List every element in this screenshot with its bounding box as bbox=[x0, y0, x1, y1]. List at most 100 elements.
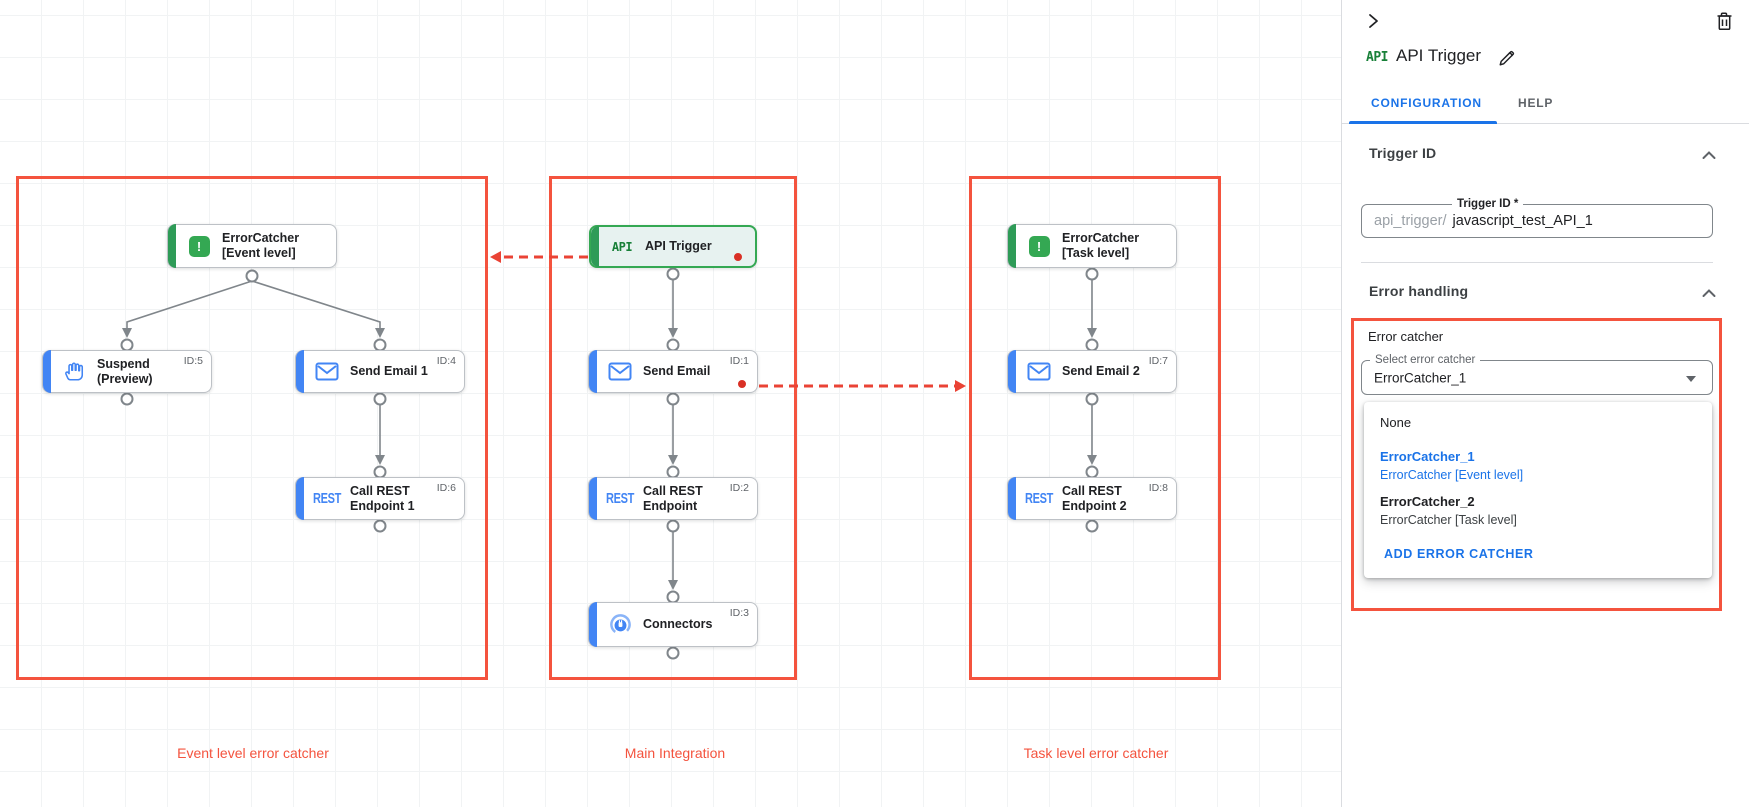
active-tab-underline bbox=[1349, 121, 1497, 124]
error-catcher-icon: ! bbox=[1026, 235, 1052, 257]
add-error-catcher-button[interactable]: ADD ERROR CATCHER bbox=[1384, 547, 1534, 561]
delete-trigger-icon[interactable] bbox=[1716, 12, 1733, 36]
node-api-trigger[interactable]: API API Trigger bbox=[589, 225, 757, 268]
error-catcher-menu: None ErrorCatcher_1 ErrorCatcher [Event … bbox=[1364, 402, 1712, 578]
node-send-email[interactable]: Send Email ID:1 bbox=[588, 350, 758, 393]
panel-title: API Trigger bbox=[1396, 46, 1482, 65]
trigger-id-field-label: Trigger ID * bbox=[1452, 198, 1524, 210]
node-accent-bar bbox=[296, 350, 304, 393]
integration-canvas[interactable]: Event level error catcher Main Integrati… bbox=[0, 0, 1341, 807]
node-label: ErrorCatcher bbox=[222, 231, 300, 245]
trigger-id-prefix: api_trigger/ bbox=[1374, 213, 1447, 229]
node-call-rest-endpoint-2[interactable]: REST Call REST Endpoint 2 ID:8 bbox=[1007, 477, 1177, 520]
collapse-error-handling-icon[interactable] bbox=[1702, 285, 1716, 303]
node-accent-bar bbox=[296, 477, 304, 520]
node-label-2: (Preview) bbox=[97, 371, 153, 386]
trigger-id-value: javascript_test_API_1 bbox=[1452, 213, 1593, 229]
node-id-badge: ID:7 bbox=[1148, 355, 1168, 367]
node-label: API Trigger bbox=[645, 239, 712, 253]
node-suspend-preview[interactable]: Suspend (Preview) ID:5 bbox=[42, 350, 212, 393]
main-integration-group-box bbox=[549, 176, 797, 680]
node-accent-bar bbox=[589, 477, 597, 520]
node-connectors[interactable]: Connectors ID:3 bbox=[588, 602, 758, 647]
node-accent-bar bbox=[1008, 477, 1016, 520]
node-label: Suspend bbox=[97, 356, 150, 371]
section-divider bbox=[1361, 262, 1713, 263]
node-accent-bar bbox=[591, 226, 599, 267]
node-label: Send Email bbox=[643, 364, 711, 378]
node-label-2: Endpoint bbox=[643, 498, 698, 513]
error-link-dot bbox=[738, 380, 746, 388]
node-id-badge: ID:1 bbox=[729, 355, 749, 367]
email-icon bbox=[314, 362, 340, 381]
node-label: ErrorCatcher bbox=[1062, 231, 1140, 245]
error-catcher-icon: ! bbox=[186, 235, 212, 257]
api-trigger-icon: API bbox=[611, 239, 633, 254]
node-accent-bar bbox=[1008, 224, 1016, 268]
connectors-icon bbox=[607, 613, 633, 636]
task-level-group-box bbox=[969, 176, 1221, 680]
node-errorcatcher-task-level[interactable]: ! ErrorCatcher [Task level] bbox=[1007, 224, 1177, 268]
error-catcher-label: Error catcher bbox=[1368, 329, 1444, 344]
config-side-panel: API API Trigger CONFIGURATION HELP Trigg… bbox=[1341, 0, 1749, 807]
node-call-rest-endpoint[interactable]: REST Call REST Endpoint ID:2 bbox=[588, 477, 758, 520]
node-label: Send Email 2 bbox=[1062, 364, 1140, 378]
node-label: Call REST bbox=[1062, 483, 1122, 498]
node-id-badge: ID:4 bbox=[436, 355, 456, 367]
main-integration-group-label: Main Integration bbox=[624, 745, 726, 761]
node-accent-bar bbox=[589, 602, 597, 647]
rest-icon: REST bbox=[1024, 490, 1054, 507]
menu-option-none[interactable]: None bbox=[1380, 415, 1412, 430]
dropdown-arrow-icon bbox=[1686, 375, 1696, 382]
node-accent-bar bbox=[43, 350, 51, 393]
email-icon bbox=[607, 362, 633, 381]
node-id-badge: ID:2 bbox=[729, 482, 749, 494]
error-handling-section-header: Error handling bbox=[1369, 283, 1469, 299]
trigger-id-section-header: Trigger ID bbox=[1369, 145, 1437, 161]
node-send-email-1[interactable]: Send Email 1 ID:4 bbox=[295, 350, 465, 393]
menu-option-errorcatcher-1[interactable]: ErrorCatcher_1 bbox=[1380, 449, 1475, 464]
menu-option-errorcatcher-2[interactable]: ErrorCatcher_2 bbox=[1380, 494, 1475, 509]
node-id-badge: ID:6 bbox=[436, 482, 456, 494]
menu-option-errorcatcher-1-desc[interactable]: ErrorCatcher [Event level] bbox=[1380, 468, 1524, 482]
panel-tab-bar: CONFIGURATION HELP bbox=[1342, 88, 1749, 124]
error-catcher-highlight-box bbox=[1351, 318, 1722, 611]
select-error-catcher-value: ErrorCatcher_1 bbox=[1374, 370, 1467, 385]
node-label: Call REST bbox=[350, 483, 410, 498]
node-call-rest-endpoint-1[interactable]: REST Call REST Endpoint 1 ID:6 bbox=[295, 477, 465, 520]
email-icon bbox=[1026, 362, 1052, 381]
node-label: Call REST bbox=[643, 483, 703, 498]
node-id-badge: ID:5 bbox=[183, 355, 203, 367]
node-accent-bar bbox=[168, 224, 176, 268]
edit-title-icon[interactable] bbox=[1498, 49, 1516, 72]
node-label-2: Endpoint 1 bbox=[350, 498, 415, 513]
trigger-id-field[interactable]: Trigger ID * api_trigger/javascript_test… bbox=[1361, 198, 1713, 238]
rest-icon: REST bbox=[312, 490, 342, 507]
node-label-2: [Event level] bbox=[222, 246, 296, 260]
collapse-panel-icon[interactable] bbox=[1364, 12, 1382, 35]
api-trigger-badge-icon: API bbox=[1366, 50, 1388, 65]
node-label-2: [Task level] bbox=[1062, 246, 1130, 260]
node-errorcatcher-event-level[interactable]: ! ErrorCatcher [Event level] bbox=[167, 224, 337, 268]
select-error-catcher-dropdown[interactable]: Select error catcher ErrorCatcher_1 bbox=[1361, 354, 1713, 395]
node-label: Send Email 1 bbox=[350, 364, 428, 378]
node-label-2: Endpoint 2 bbox=[1062, 498, 1127, 513]
node-id-badge: ID:8 bbox=[1148, 482, 1168, 494]
tab-help[interactable]: HELP bbox=[1518, 96, 1554, 110]
node-accent-bar bbox=[589, 350, 597, 393]
menu-option-errorcatcher-2-desc[interactable]: ErrorCatcher [Task level] bbox=[1380, 513, 1517, 527]
task-level-group-label: Task level error catcher bbox=[1023, 745, 1169, 761]
node-label: Connectors bbox=[643, 617, 713, 631]
tab-configuration[interactable]: CONFIGURATION bbox=[1371, 96, 1482, 110]
error-link-dot bbox=[734, 253, 742, 261]
suspend-hand-icon bbox=[61, 360, 87, 383]
event-level-group-box bbox=[16, 176, 488, 680]
collapse-trigger-id-icon[interactable] bbox=[1702, 147, 1716, 165]
trigger-id-field-value: api_trigger/javascript_test_API_1 bbox=[1374, 213, 1593, 229]
node-send-email-2[interactable]: Send Email 2 ID:7 bbox=[1007, 350, 1177, 393]
rest-icon: REST bbox=[605, 490, 635, 507]
node-accent-bar bbox=[1008, 350, 1016, 393]
event-level-group-label: Event level error catcher bbox=[177, 745, 329, 761]
select-error-catcher-label: Select error catcher bbox=[1370, 354, 1481, 366]
